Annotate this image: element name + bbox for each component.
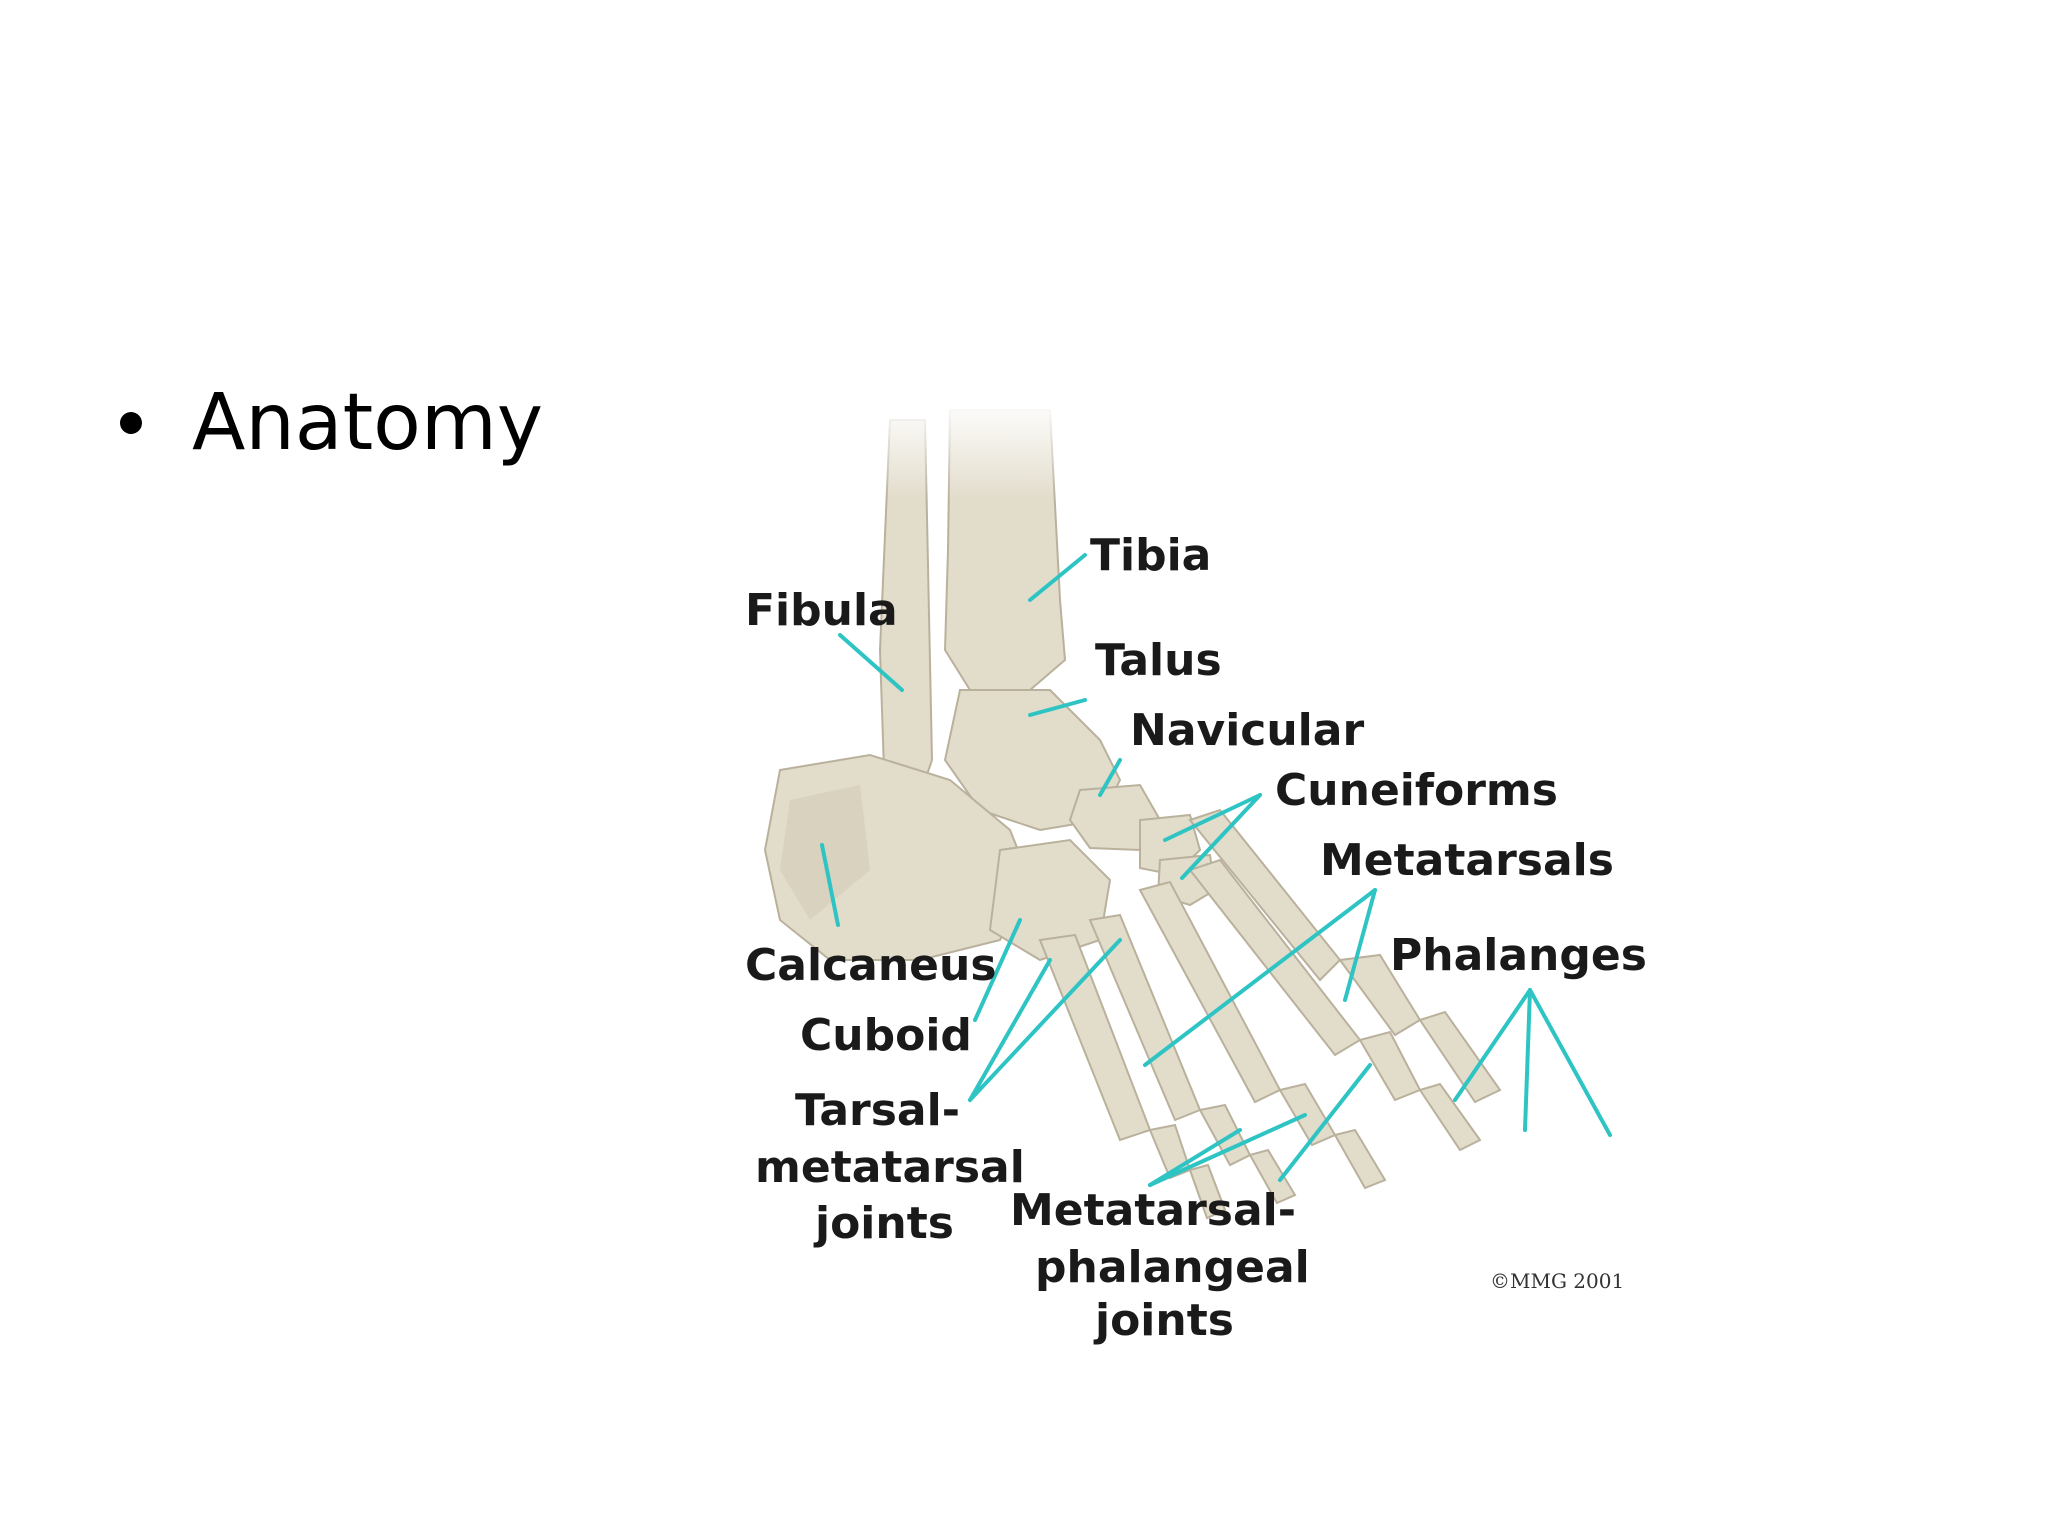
leader-navicular bbox=[1098, 758, 1122, 797]
leader-cuneiforms-a bbox=[1163, 793, 1262, 842]
leader-cuneiforms-b bbox=[1180, 793, 1262, 880]
label-phalanges: Phalanges bbox=[1390, 930, 1647, 981]
leader-tibia bbox=[1028, 553, 1087, 602]
label-tarsal-metatarsal-1: Tarsal- bbox=[795, 1085, 960, 1136]
leader-calcaneus bbox=[820, 843, 840, 927]
label-tibia: Tibia bbox=[1090, 530, 1211, 581]
foot-anatomy-figure: Tibia Fibula Talus Navicular Cuneiforms … bbox=[720, 400, 1660, 1360]
leader-fibula bbox=[838, 633, 904, 692]
bones-illustration bbox=[763, 409, 1502, 1220]
label-talus: Talus bbox=[1095, 635, 1222, 686]
leader-cuboid bbox=[973, 918, 1022, 1022]
label-calcaneus: Calcaneus bbox=[745, 940, 997, 991]
label-tarsal-metatarsal-3: joints bbox=[813, 1198, 954, 1249]
label-metatarsals: Metatarsals bbox=[1320, 835, 1614, 886]
label-cuboid: Cuboid bbox=[800, 1010, 972, 1061]
bullet-icon bbox=[120, 412, 142, 434]
leader-metatarsals-a bbox=[1143, 888, 1377, 1067]
leader-phalanges-b bbox=[1523, 988, 1532, 1132]
leader-lines bbox=[820, 553, 1612, 1187]
leader-mtp-b bbox=[1148, 1113, 1307, 1187]
leader-phalanges-c bbox=[1528, 988, 1612, 1137]
label-cuneiforms: Cuneiforms bbox=[1275, 765, 1558, 816]
phalanges-bones bbox=[1148, 953, 1502, 1220]
leader-talus bbox=[1028, 698, 1087, 717]
label-fibula: Fibula bbox=[745, 585, 898, 636]
label-tarsal-metatarsal-2: metatarsal bbox=[755, 1142, 1025, 1193]
bullet-item: Anatomy bbox=[120, 384, 543, 462]
leader-phalanges-a bbox=[1453, 988, 1532, 1102]
bullet-text: Anatomy bbox=[192, 378, 544, 468]
labels: Tibia Fibula Talus Navicular Cuneiforms … bbox=[745, 530, 1647, 1346]
copyright-text: ©MMG 2001 bbox=[1490, 1269, 1624, 1293]
leader-tarsal-metatarsal-a bbox=[968, 938, 1122, 1102]
leader-mtp-c bbox=[1278, 1063, 1372, 1182]
foot-anatomy-svg: Tibia Fibula Talus Navicular Cuneiforms … bbox=[745, 400, 1647, 1346]
label-mtp-1: Metatarsal- bbox=[1010, 1185, 1296, 1236]
leader-mtp-a bbox=[1148, 1128, 1242, 1187]
leader-metatarsals-b bbox=[1343, 888, 1377, 1002]
label-mtp-2: phalangeal bbox=[1035, 1242, 1310, 1293]
label-navicular: Navicular bbox=[1130, 705, 1364, 756]
leader-tarsal-metatarsal-b bbox=[968, 958, 1052, 1102]
label-mtp-3: joints bbox=[1093, 1295, 1234, 1346]
